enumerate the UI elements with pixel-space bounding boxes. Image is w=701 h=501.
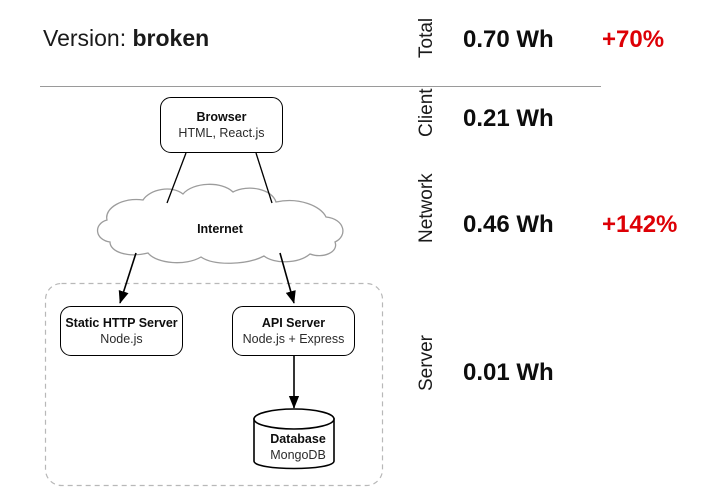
- metric-axis-label-network: Network: [416, 173, 437, 243]
- diagram-shapes: [44, 152, 384, 487]
- metric-delta-total: +70%: [602, 26, 665, 53]
- node-static-http-server-title: Static HTTP Server: [65, 316, 178, 330]
- metric-delta-network: +142%: [602, 211, 678, 238]
- metric-axis-label-total: Total: [416, 17, 437, 58]
- node-static-http-server-subtitle: Node.js: [100, 332, 143, 346]
- version-value: broken: [132, 25, 210, 51]
- version-label: Version:: [43, 25, 127, 51]
- database-cylinder-body: [253, 418, 335, 470]
- database-cylinder-top: [253, 408, 335, 430]
- metric-axis-label-client: Client: [416, 88, 437, 137]
- metric-value-network: 0.46 Wh: [463, 211, 554, 238]
- edge-cloud-static-arrow: [118, 252, 137, 304]
- internet-cloud-shape: [96, 183, 344, 264]
- node-browser-title: Browser: [196, 110, 247, 124]
- metric-value-client: 0.21 Wh: [463, 105, 554, 132]
- node-static-http-server[interactable]: Static HTTP Server Node.js: [60, 306, 183, 356]
- page-title: Version: broken: [43, 24, 209, 52]
- edge-cloud-api-arrow: [279, 252, 296, 304]
- metric-axis-label-server: Server: [416, 335, 437, 391]
- edge-browser-cloud-left: [166, 152, 187, 204]
- metric-value-server: 0.01 Wh: [463, 359, 554, 386]
- node-api-server-subtitle: Node.js + Express: [242, 332, 345, 346]
- server-boundary-dashed: [44, 282, 384, 487]
- header-divider: [40, 86, 601, 87]
- edge-browser-cloud-right: [255, 152, 273, 204]
- metric-value-total: 0.70 Wh: [463, 26, 554, 53]
- node-api-server[interactable]: API Server Node.js + Express: [232, 306, 355, 356]
- architecture-diagram: Browser HTML, React.js Internet Static H…: [44, 97, 384, 487]
- node-browser[interactable]: Browser HTML, React.js: [160, 97, 283, 153]
- node-api-server-title: API Server: [261, 316, 326, 330]
- node-browser-subtitle: HTML, React.js: [178, 126, 265, 140]
